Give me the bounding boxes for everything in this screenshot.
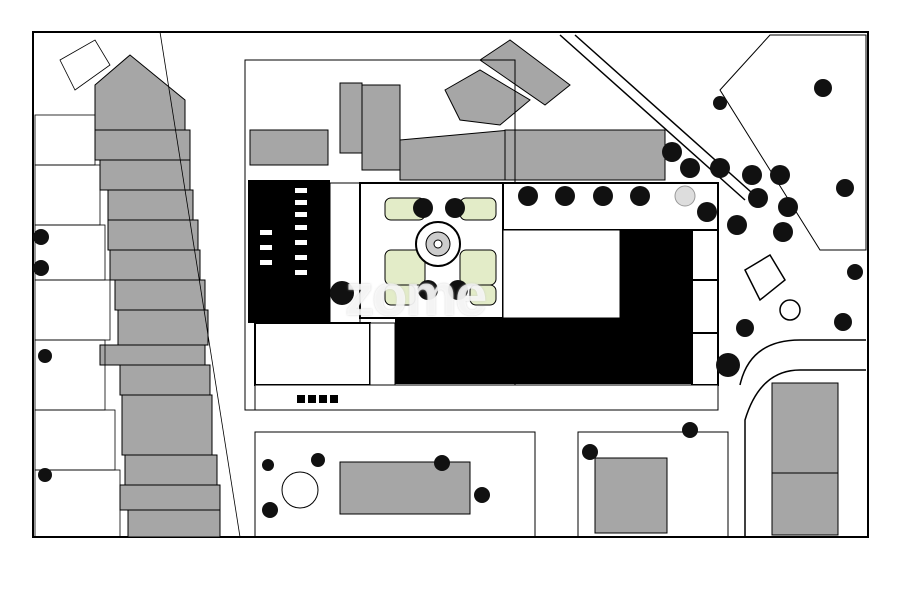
garden-lawns <box>384 197 497 306</box>
main-building <box>248 180 719 411</box>
left-buildings <box>94 54 221 538</box>
bottom-blocks <box>254 431 729 538</box>
left-lots <box>34 31 241 538</box>
top-buildings <box>249 39 666 181</box>
parking-boxes <box>297 395 338 403</box>
watermark: zome <box>345 263 487 328</box>
trees <box>33 79 863 518</box>
bottom-buildings <box>339 382 839 536</box>
